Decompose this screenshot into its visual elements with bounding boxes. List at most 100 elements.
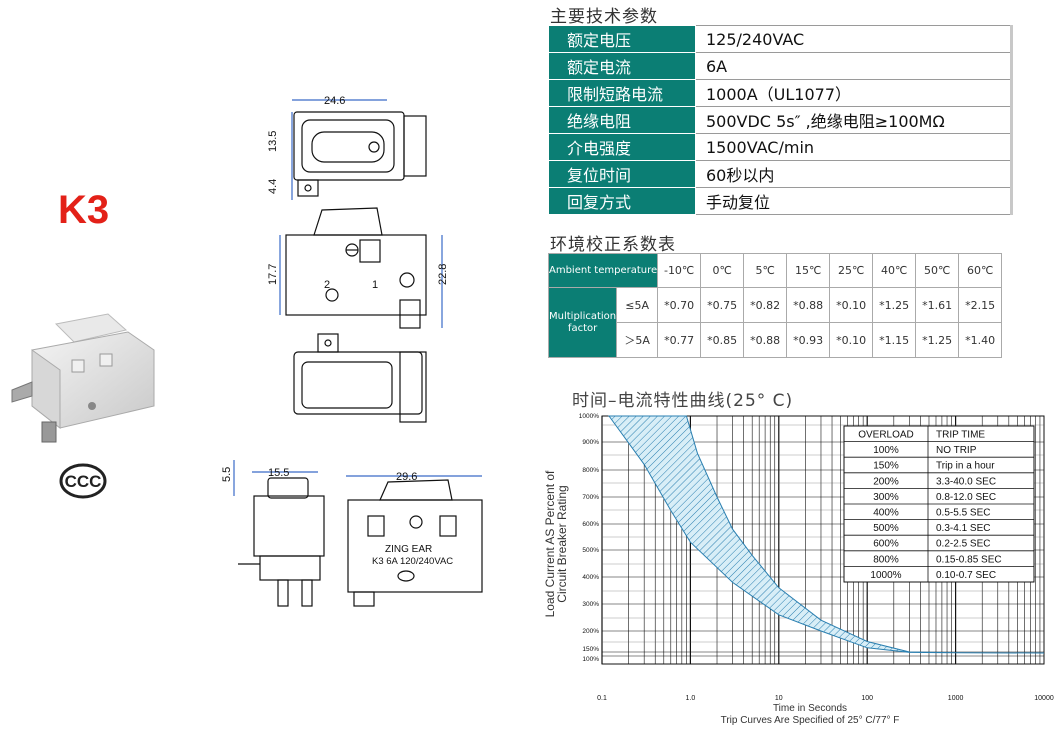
spec-value: 6A: [695, 52, 1013, 80]
switch-pos-2: 2: [324, 279, 330, 291]
ambient-label: Ambient temperature: [547, 253, 659, 288]
factor-label: Multiplication factor: [547, 287, 618, 358]
y-tick-label: 300%: [582, 601, 599, 608]
trip-table-cell: 0.8-12.0 SEC: [936, 492, 996, 503]
spec-key: 介电强度: [548, 133, 696, 161]
trip-table-cell: 0.3-4.1 SEC: [936, 523, 990, 534]
x-tick-label: 1000: [948, 695, 964, 702]
product-photo: [11, 313, 155, 443]
factor-cell: *0.85: [700, 322, 745, 358]
x-tick-label: 10000: [1034, 695, 1054, 702]
spec-value: 手动复位: [695, 187, 1013, 215]
x-tick-label: 10: [775, 695, 783, 702]
spec-value: 60秒以内: [695, 160, 1013, 188]
factor-cell: *1.25: [915, 322, 960, 358]
spec-key: 额定电流: [548, 52, 696, 80]
ccc-mark-text: CCC: [65, 472, 102, 491]
factor-cell: *0.82: [743, 287, 788, 323]
temp-header: 40℃: [872, 253, 917, 288]
factor-cell: *1.15: [872, 322, 917, 358]
trip-table-cell: 150%: [873, 461, 899, 472]
factor-cell: *0.93: [786, 322, 831, 358]
temp-header: 25℃: [829, 253, 874, 288]
temp-header: 5℃: [743, 253, 788, 288]
x-tick-label: 1.0: [686, 695, 696, 702]
x-tick-label: 100: [861, 695, 873, 702]
factor-cell: *0.88: [786, 287, 831, 323]
trip-table-cell: 100%: [873, 445, 899, 456]
trip-curve-chart: 1000%900%800%700%600%500%400%300%200%150…: [543, 413, 1054, 726]
dim-height-a: 13.5: [267, 131, 279, 152]
y-axis-label-2: Circuit Breaker Rating: [555, 485, 569, 602]
temp-header: 0℃: [700, 253, 745, 288]
trip-table-cell: 0.5-5.5 SEC: [936, 508, 990, 519]
trip-table-cell: 300%: [873, 492, 899, 503]
factor-cell: *1.40: [958, 322, 1003, 358]
y-tick-label: 400%: [582, 574, 599, 581]
factor-cell: *0.70: [657, 287, 702, 323]
temp-header: 60℃: [958, 253, 1003, 288]
y-tick-label: 150%: [582, 646, 599, 653]
dim-bottom-w: 15.5: [268, 467, 289, 479]
spec-value: 1000A（UL1077）: [695, 79, 1013, 107]
factor-cell: *2.15: [958, 287, 1003, 323]
y-tick-label: 100%: [582, 656, 599, 663]
trip-table-cell: 0.2-2.5 SEC: [936, 539, 990, 550]
factor-cell: *0.75: [700, 287, 745, 323]
factor-cell: *1.61: [915, 287, 960, 323]
x-axis-label-2: Trip Curves Are Specified of 25° C/77° F: [721, 715, 900, 726]
y-tick-labels: 1000%900%800%700%600%500%400%300%200%150…: [579, 413, 599, 663]
y-tick-label: 1000%: [579, 413, 599, 420]
spec-value: 1500VAC/min: [695, 133, 1013, 161]
x-axis-label: Time in Seconds: [773, 703, 847, 714]
y-tick-label: 200%: [582, 628, 599, 635]
y-tick-label: 500%: [582, 547, 599, 554]
switch-pos-1: 1: [372, 279, 378, 291]
factor-cell: *1.25: [872, 287, 917, 323]
dim-height-b: 4.4: [267, 179, 279, 194]
spec-title: 主要技术参数: [550, 7, 658, 27]
model-label: K3: [58, 188, 110, 232]
spec-key: 绝缘电阻: [548, 106, 696, 134]
dim-side-b: 22.8: [437, 264, 449, 285]
condition-cell: ≤5A: [616, 287, 659, 323]
trip-table-cell: 800%: [873, 554, 899, 565]
correction-title: 环境校正系数表: [550, 235, 676, 255]
y-tick-label: 800%: [582, 467, 599, 474]
condition-cell: ＞5A: [616, 322, 659, 358]
trip-table-cell: 1000%: [870, 570, 901, 581]
factor-cell: *0.88: [743, 322, 788, 358]
dim-bottom-h: 5.5: [221, 467, 233, 482]
spec-key: 额定电压: [548, 25, 696, 53]
spec-row: 回复方式手动复位: [548, 187, 1013, 215]
spec-key: 复位时间: [548, 160, 696, 188]
temp-header: -10℃: [657, 253, 702, 288]
trip-table-header: TRIP TIME: [936, 430, 985, 441]
drawing-brand: ZING EAR: [385, 544, 432, 555]
factor-cell: *0.77: [657, 322, 702, 358]
spec-value: 500VDC 5s″ ,绝缘电阻≥100MΩ: [695, 106, 1013, 134]
spec-value: 125/240VAC: [695, 25, 1013, 53]
trip-table-cell: 3.3-40.0 SEC: [936, 476, 996, 487]
y-axis-label: Load Current AS Percent of: [543, 470, 557, 617]
trip-table-cell: 600%: [873, 539, 899, 550]
ccc-certification-icon: CCC: [59, 463, 107, 499]
trip-table-cell: 0.10-0.7 SEC: [936, 570, 996, 581]
y-tick-label: 700%: [582, 494, 599, 501]
trip-table-cell: 500%: [873, 523, 899, 534]
dim-width-top: 24.6: [324, 95, 345, 107]
y-tick-label: 600%: [582, 521, 599, 528]
dimension-drawing-front: 15.5 5.5 29.6 ZING EAR K3 6A 120/240VAC: [221, 460, 483, 607]
x-tick-labels: 0.1 1.0 10 100 1000 10000: [597, 695, 1054, 702]
temp-header: 15℃: [786, 253, 831, 288]
x-tick-label: 0.1: [597, 695, 607, 702]
drawing-rating: K3 6A 120/240VAC: [372, 556, 453, 567]
trip-table-cell: Trip in a hour: [936, 461, 995, 472]
